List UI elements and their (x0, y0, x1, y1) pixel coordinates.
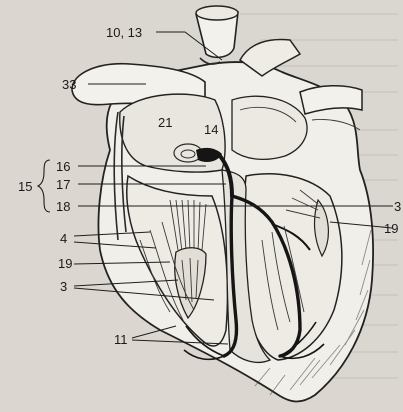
label-21: 21 (158, 115, 172, 130)
label-10-13: 10, 13 (106, 25, 142, 40)
label-18: 18 (56, 199, 70, 214)
aorta-opening (196, 6, 238, 20)
label-33: 33 (62, 77, 76, 92)
label-3-right: 3 (394, 199, 401, 214)
label-19-right: 19 (384, 221, 398, 236)
label-19-left: 19 (58, 256, 72, 271)
label-14: 14 (204, 122, 218, 137)
label-17: 17 (56, 177, 70, 192)
label-4: 4 (60, 231, 67, 246)
label-15: 15 (18, 179, 32, 194)
label-3-left: 3 (60, 279, 67, 294)
label-11: 11 (114, 332, 128, 347)
label-16: 16 (56, 159, 70, 174)
